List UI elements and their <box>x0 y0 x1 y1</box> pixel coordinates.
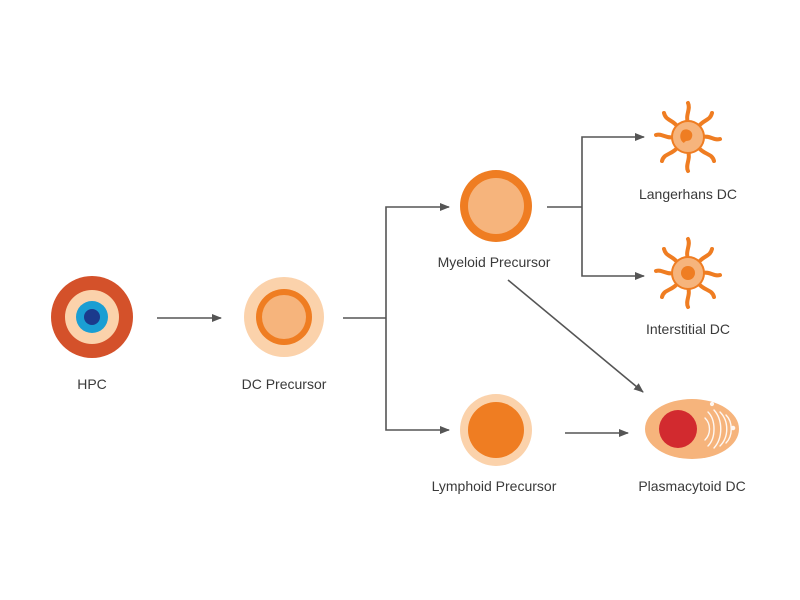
arrow-to-lymphoid-precursor <box>385 318 450 434</box>
arrow-to-myeloid-precursor <box>385 203 450 318</box>
plasmacytoid-dc-cell-icon <box>645 399 739 459</box>
lymphoid-precursor-label: Lymphoid Precursor <box>431 478 557 494</box>
dc-precursor-label: DC Precursor <box>241 376 327 392</box>
connectors <box>157 133 645 437</box>
myeloid-precursor-label: Myeloid Precursor <box>437 254 551 270</box>
lymphoid-precursor-cell-icon <box>460 394 532 466</box>
arrow-myeloid-to-plasmacytoid <box>507 279 644 393</box>
interstitial-dc-label: Interstitial DC <box>645 321 731 337</box>
interstitial-dc-cell-icon <box>654 237 722 309</box>
langerhans-dc-cell-icon <box>654 101 722 173</box>
dc-precursor-cell-icon <box>244 277 324 357</box>
arrow-to-interstitial-dc <box>581 207 645 280</box>
myeloid-precursor-cell-icon <box>460 170 532 242</box>
hpc-label: HPC <box>77 376 107 392</box>
langerhans-dc-label: Langerhans DC <box>638 186 738 202</box>
plasmacytoid-dc-label: Plasmacytoid DC <box>638 478 746 494</box>
hpc-cell-icon <box>51 276 133 358</box>
arrow-to-langerhans-dc <box>581 133 645 207</box>
